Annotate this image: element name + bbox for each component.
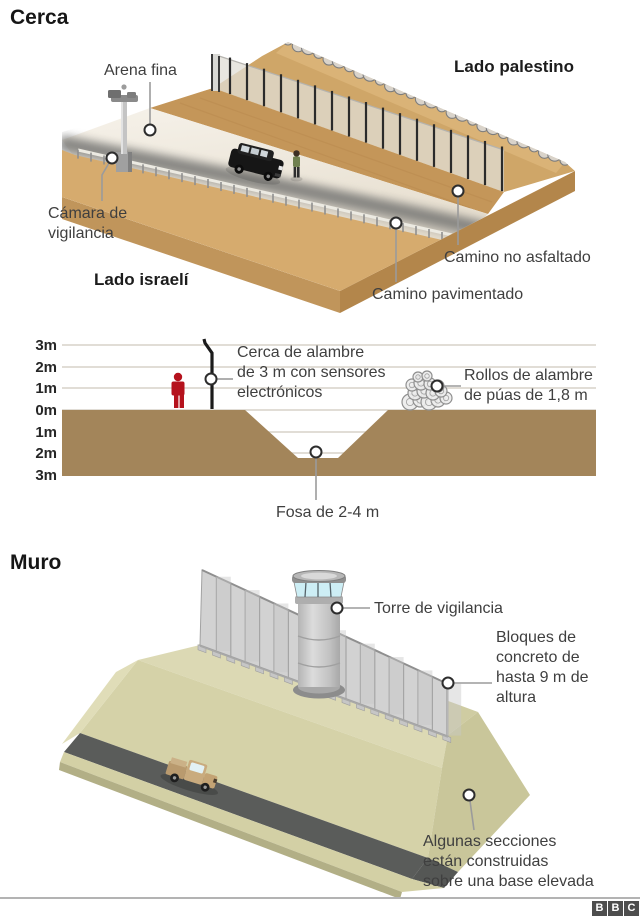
low-fence — [77, 148, 453, 241]
label-markers — [105, 123, 465, 230]
surveillance-camera — [108, 84, 138, 172]
label-camino-no-asfaltado: Camino no asfaltado — [444, 249, 591, 266]
ridge-crest — [276, 42, 565, 173]
bbc-logo-b2: B — [608, 901, 623, 916]
scale-1m-below: 1m — [35, 424, 57, 441]
scale-person-figure — [171, 372, 185, 408]
muro-scene — [59, 569, 530, 899]
label-rollos-alambre: Rollos de alambre de púas de 1,8 m — [464, 367, 593, 404]
scale-2m-above: 2m — [35, 359, 57, 376]
label-camara-vigilancia: Cámara de vigilancia — [48, 205, 128, 242]
scale-2m-below: 2m — [35, 445, 57, 462]
label-markers — [204, 372, 444, 459]
scale-3m-above: 3m — [35, 337, 57, 354]
leader-lines — [343, 607, 492, 831]
israeli-ground — [62, 150, 455, 291]
patrol-jeep — [225, 143, 284, 185]
tall-fence — [211, 54, 505, 192]
label-lado-palestino: Lado palestino — [454, 57, 574, 76]
label-torre-vigilancia: Torre de vigilancia — [374, 600, 503, 617]
muro-title: Muro — [10, 551, 62, 574]
scale-0m: 0m — [35, 402, 57, 419]
cerca-scene — [62, 42, 575, 313]
leader-lines — [217, 378, 461, 500]
watchtower — [292, 570, 346, 699]
person-figure — [290, 150, 303, 182]
scale-3m-below: 3m — [35, 467, 57, 484]
cross-section-scene — [62, 338, 596, 500]
barbed-wire-rolls — [401, 370, 453, 411]
leader-lines — [101, 82, 459, 282]
label-markers — [330, 601, 476, 802]
bbc-logo-b1: B — [592, 901, 607, 916]
label-cerca-alambre: Cerca de alambre de 3 m con sensores ele… — [237, 344, 386, 401]
label-lado-israeli: Lado israelí — [94, 270, 189, 289]
label-fosa: Fosa de 2-4 m — [276, 504, 380, 521]
label-camino-pavimentado: Camino pavimentado — [372, 286, 524, 303]
bbc-logo-c: C — [624, 901, 639, 916]
cerca-title: Cerca — [10, 6, 69, 29]
footer-divider — [0, 897, 640, 899]
ground-profile — [62, 410, 596, 476]
label-arena-fina: Arena fina — [104, 62, 177, 79]
label-base-elevada: Algunas secciones están construidas sobr… — [423, 833, 594, 890]
label-bloques-concreto: Bloques de concreto de hasta 9 m de altu… — [496, 629, 589, 706]
scale-1m-above: 1m — [35, 380, 57, 397]
truck — [160, 757, 219, 795]
unpaved-road — [150, 88, 504, 214]
